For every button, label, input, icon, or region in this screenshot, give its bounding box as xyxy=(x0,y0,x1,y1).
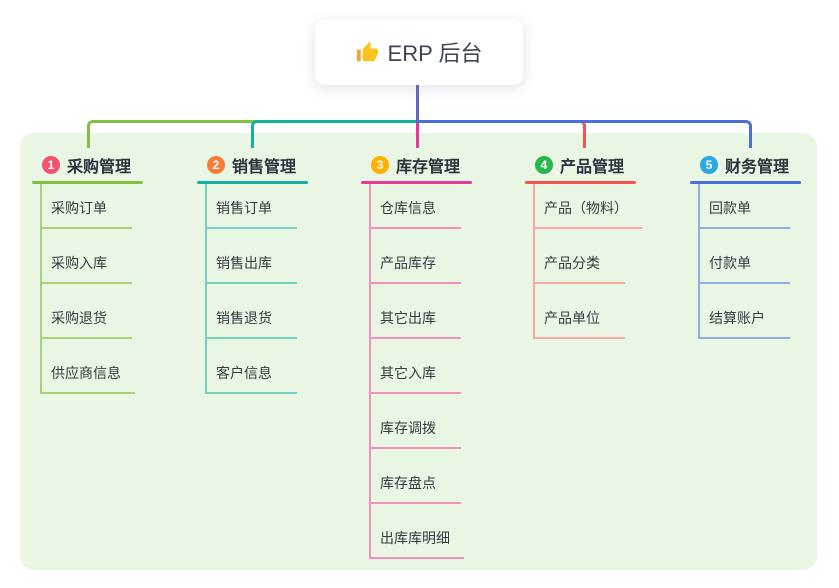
child-node[interactable]: 库存调拨 xyxy=(371,418,461,449)
branch-purchase: 1 采购管理 采购订单 采购入库 采购退货 供应商信息 xyxy=(32,145,143,394)
branch-children: 采购订单 采购入库 采购退货 供应商信息 xyxy=(40,184,135,394)
root-connector xyxy=(416,85,419,123)
root-node[interactable]: ERP 后台 xyxy=(315,19,523,85)
child-node[interactable]: 其它出库 xyxy=(371,308,461,339)
branch-children: 仓库信息 产品库存 其它出库 其它入库 库存调拨 库存盘点 出库库明细 xyxy=(369,184,464,559)
branch-title-label: 财务管理 xyxy=(725,158,790,176)
child-row: 出库库明细 xyxy=(371,504,464,559)
child-node[interactable]: 结算账户 xyxy=(700,308,790,339)
child-node[interactable]: 其它入库 xyxy=(371,363,461,394)
child-row: 销售出库 xyxy=(207,229,297,284)
branch-title-label: 采购管理 xyxy=(67,158,132,176)
thumbs-up-icon xyxy=(356,41,379,64)
child-row: 采购退货 xyxy=(42,284,135,339)
branch-title[interactable]: 2 销售管理 xyxy=(197,145,308,184)
branch-number-badge: 3 xyxy=(371,155,389,174)
branch-title-underline xyxy=(361,181,472,184)
branch-finance: 5 财务管理 回款单 付款单 结算账户 xyxy=(690,145,801,339)
branch-title-underline xyxy=(690,181,801,184)
child-row: 库存调拨 xyxy=(371,394,464,449)
branch-number-badge: 5 xyxy=(700,155,718,174)
child-row: 采购入库 xyxy=(42,229,135,284)
child-row: 产品库存 xyxy=(371,229,464,284)
branch-title[interactable]: 4 产品管理 xyxy=(525,145,642,184)
branch-inventory: 3 库存管理 仓库信息 产品库存 其它出库 其它入库 库存调拨 库存盘点 出库库… xyxy=(361,145,472,559)
child-row: 供应商信息 xyxy=(42,339,135,394)
child-row: 采购订单 xyxy=(42,184,135,229)
child-node[interactable]: 产品（物料） xyxy=(535,198,642,229)
child-row: 库存盘点 xyxy=(371,449,464,504)
branch-title[interactable]: 5 财务管理 xyxy=(690,145,801,184)
branch-3-connector xyxy=(416,123,419,148)
root-title: ERP 后台 xyxy=(387,41,483,66)
child-node[interactable]: 销售退货 xyxy=(207,308,297,339)
branch-children: 回款单 付款单 结算账户 xyxy=(698,184,790,339)
child-row: 其它出库 xyxy=(371,284,464,339)
branch-title-underline xyxy=(525,181,636,184)
child-node[interactable]: 产品分类 xyxy=(535,253,625,284)
branch-title-underline xyxy=(197,181,308,184)
branch-title[interactable]: 1 采购管理 xyxy=(32,145,143,184)
branch-product: 4 产品管理 产品（物料） 产品分类 产品单位 xyxy=(525,145,642,339)
child-row: 销售退货 xyxy=(207,284,297,339)
child-node[interactable]: 回款单 xyxy=(700,198,790,229)
child-node[interactable]: 采购入库 xyxy=(42,253,132,284)
child-node[interactable]: 产品库存 xyxy=(371,253,461,284)
child-node[interactable]: 销售出库 xyxy=(207,253,297,284)
branch-children: 销售订单 销售出库 销售退货 客户信息 xyxy=(205,184,297,394)
branch-number-badge: 2 xyxy=(207,155,225,174)
branch-title-underline xyxy=(32,181,143,184)
child-row: 结算账户 xyxy=(700,284,790,339)
child-node[interactable]: 付款单 xyxy=(700,253,790,284)
branch-title[interactable]: 3 库存管理 xyxy=(361,145,472,184)
branch-title-label: 销售管理 xyxy=(232,158,297,176)
child-row: 产品单位 xyxy=(535,284,642,339)
branch-number-badge: 1 xyxy=(42,155,60,174)
branch-number-badge: 4 xyxy=(535,155,553,174)
child-row: 仓库信息 xyxy=(371,184,464,229)
child-node[interactable]: 供应商信息 xyxy=(42,363,135,394)
branch-children: 产品（物料） 产品分类 产品单位 xyxy=(533,184,642,339)
branch-2-connector xyxy=(251,120,418,148)
child-node[interactable]: 销售订单 xyxy=(207,198,297,229)
child-node[interactable]: 库存盘点 xyxy=(371,473,461,504)
child-row: 销售订单 xyxy=(207,184,297,229)
child-node[interactable]: 采购退货 xyxy=(42,308,132,339)
child-row: 其它入库 xyxy=(371,339,464,394)
branch-5-connector xyxy=(418,120,752,148)
child-row: 客户信息 xyxy=(207,339,297,394)
child-node[interactable]: 仓库信息 xyxy=(371,198,461,229)
child-row: 产品（物料） xyxy=(535,184,642,229)
child-row: 产品分类 xyxy=(535,229,642,284)
branch-title-label: 库存管理 xyxy=(396,158,461,176)
child-row: 回款单 xyxy=(700,184,790,229)
branch-title-label: 产品管理 xyxy=(560,158,625,176)
branches-panel xyxy=(20,133,817,570)
child-node[interactable]: 出库库明细 xyxy=(371,528,464,559)
child-node[interactable]: 产品单位 xyxy=(535,308,625,339)
child-row: 付款单 xyxy=(700,229,790,284)
branch-sales: 2 销售管理 销售订单 销售出库 销售退货 客户信息 xyxy=(197,145,308,394)
child-node[interactable]: 采购订单 xyxy=(42,198,132,229)
child-node[interactable]: 客户信息 xyxy=(207,363,297,394)
